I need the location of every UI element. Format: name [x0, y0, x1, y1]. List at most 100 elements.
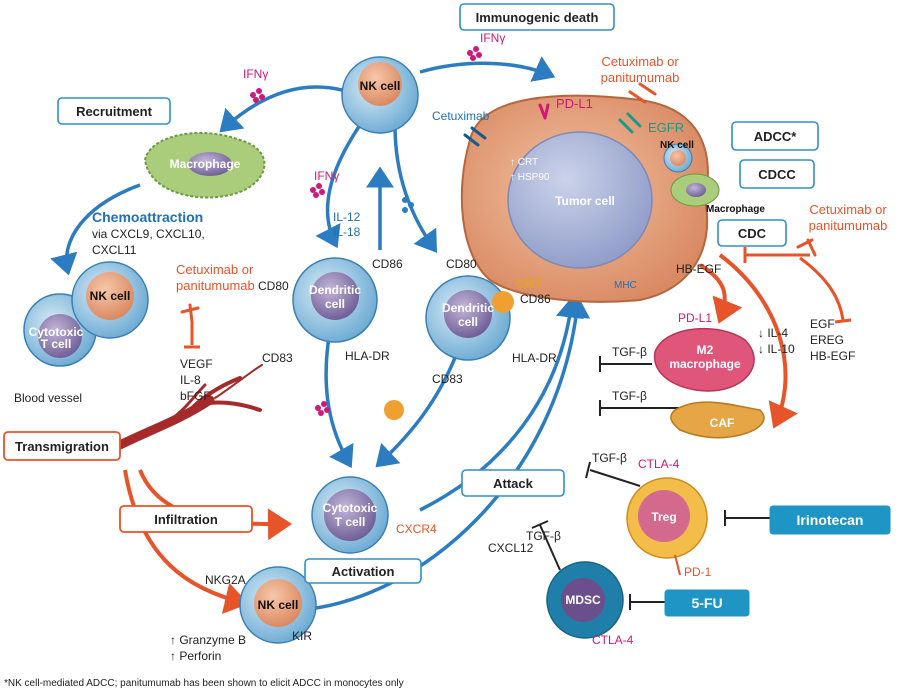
label-tgfb-3: TGF-β — [592, 451, 627, 465]
cytotoxic-tcell-left — [23, 293, 97, 367]
label-macrophage: Macrophage — [170, 157, 241, 171]
label-treg: Treg — [651, 510, 676, 524]
blue-arrows — [50, 56, 591, 612]
box-infiltration: Infiltration — [154, 512, 218, 527]
label-macrophage-small: Macrophage — [706, 204, 765, 215]
label-il12: IL-12 — [333, 210, 361, 224]
label-cytotoxic-mid-1: Cytotoxic — [323, 501, 378, 515]
inhibit-egf — [799, 256, 845, 321]
label-crt: CRT — [516, 276, 543, 291]
antigen-dot — [384, 400, 404, 420]
tumor-cell — [460, 94, 709, 303]
label-blood-vessel: Blood vessel — [14, 391, 82, 405]
label-caf: CAF — [710, 416, 735, 430]
label-chemo-2: CXCL11 — [92, 243, 137, 257]
label-cd86-2: CD86 — [520, 292, 551, 306]
inhibition-lines — [184, 247, 852, 610]
annotation-labels: IFNγ IFNγ IFNγ Cetuximab or panitumumab … — [4, 31, 887, 689]
label-cytotoxic-mid-2: T cell — [335, 515, 366, 529]
arrow-dendritic1-to-tcell — [324, 329, 354, 469]
label-cd83-2: CD83 — [432, 372, 463, 386]
label-egfr: EGFR — [648, 120, 684, 135]
box-recruitment: Recruitment — [76, 104, 153, 119]
label-il8: IL-8 — [180, 373, 201, 387]
il-dots — [402, 197, 414, 213]
label-ifng-3: IFNγ — [314, 169, 339, 183]
label-ctla4-1: CTLA-4 — [638, 457, 680, 471]
arrow-tumor-to-m2 — [698, 263, 743, 324]
label-mdsc: MDSC — [565, 593, 601, 607]
antibody-icons — [180, 82, 817, 324]
cytotoxic-tcell-mid — [311, 476, 389, 554]
label-cxcr4: CXCR4 — [396, 522, 437, 536]
label-pdl1-top: PD-L1 — [556, 96, 593, 111]
label-granzyme: ↑ Granzyme B — [170, 633, 246, 647]
box-5fu: 5-FU — [691, 595, 722, 611]
label-nk-left: NK cell — [90, 289, 131, 303]
label-cd80-2: CD80 — [446, 257, 477, 271]
label-m2-2: macrophage — [669, 357, 741, 371]
label-cetux-panit-1b: panitumumab — [601, 70, 680, 85]
label-tumor: Tumor cell — [555, 194, 615, 208]
label-cd80-1: CD80 — [258, 279, 289, 293]
label-ereg: EREG — [810, 333, 844, 347]
label-egf: EGF — [810, 317, 835, 331]
label-cd86-1: CD86 — [372, 257, 403, 271]
treg — [626, 477, 708, 576]
box-cdcc: CDCC — [758, 167, 796, 182]
nk-cell-bottom — [239, 566, 317, 644]
label-dendritic1-1: Dendritic — [309, 283, 361, 297]
label-pd1: PD-1 — [684, 565, 712, 579]
cell-labels: NK cell Macrophage NK cell Cytotoxic T c… — [29, 79, 766, 612]
arrow-macrophage-to-nk-left — [50, 183, 141, 276]
label-cetux-panit-2b: panitumumab — [176, 278, 255, 293]
arrow-nk-to-tumor-bottom — [299, 296, 591, 612]
box-labels: Immunogenic death Recruitment ADCC* CDCC… — [15, 10, 863, 611]
label-dendritic2-2: cell — [458, 315, 478, 329]
label-bfgf: bFGF — [180, 389, 211, 403]
box-immunogenic-death: Immunogenic death — [476, 10, 599, 25]
label-crt-inner: ↑ CRT — [510, 157, 538, 168]
arrow-tumor-to-caf — [718, 253, 798, 429]
inhibit-tgfb-mdsc — [539, 524, 561, 571]
label-tgfb-4: TGF-β — [526, 529, 561, 543]
macrophage — [143, 132, 266, 199]
box-transmigration: Transmigration — [15, 439, 109, 454]
label-cetux-panit-2a: Cetuximab or — [176, 262, 254, 277]
cytokine-dots — [250, 46, 482, 416]
label-mhc: MHC — [614, 280, 637, 291]
blood-vessel — [115, 364, 263, 450]
box-activation: Activation — [332, 564, 395, 579]
label-dendritic2-1: Dendritic — [442, 301, 494, 315]
label-tgfb-1: TGF-β — [612, 345, 647, 359]
caf — [670, 401, 765, 439]
label-m2-1: M2 — [697, 343, 714, 357]
label-chemo-title: Chemoattraction — [92, 209, 203, 225]
label-perforin: ↑ Perforin — [170, 649, 221, 663]
boxes — [3, 3, 891, 617]
arrow-nk-to-dendritic1 — [315, 124, 362, 249]
label-cytotoxic-left-1: Cytotoxic — [29, 325, 84, 339]
label-nk-top: NK cell — [360, 79, 401, 93]
inhibit-tgfb-treg — [589, 469, 641, 487]
nk-cell-left — [71, 261, 149, 339]
label-il18: IL-18 — [333, 225, 361, 239]
label-il4: ↓ IL-4 — [758, 326, 788, 340]
box-attack: Attack — [493, 476, 534, 491]
label-cd83-1: CD83 — [262, 351, 293, 365]
arrow-tcell-to-tumor — [419, 296, 584, 512]
label-cxcl12: CXCL12 — [488, 541, 534, 555]
label-dendritic1-2: cell — [325, 297, 345, 311]
arrow-nk-to-dendritic2 — [393, 124, 438, 253]
label-nkg2a: NKG2A — [205, 573, 246, 587]
label-hladr-2: HLA-DR — [512, 351, 557, 365]
label-hladr-1: HLA-DR — [345, 349, 390, 363]
arrow-nk-to-tumor — [419, 56, 556, 82]
label-hbegf: HB-EGF — [676, 262, 721, 276]
box-adcc: ADCC* — [754, 129, 798, 144]
label-cytotoxic-left-2: T cell — [41, 337, 72, 351]
arrow-nk-to-macrophage — [219, 85, 343, 133]
box-irinotecan: Irinotecan — [797, 512, 864, 528]
label-nk-small: NK cell — [660, 140, 694, 151]
